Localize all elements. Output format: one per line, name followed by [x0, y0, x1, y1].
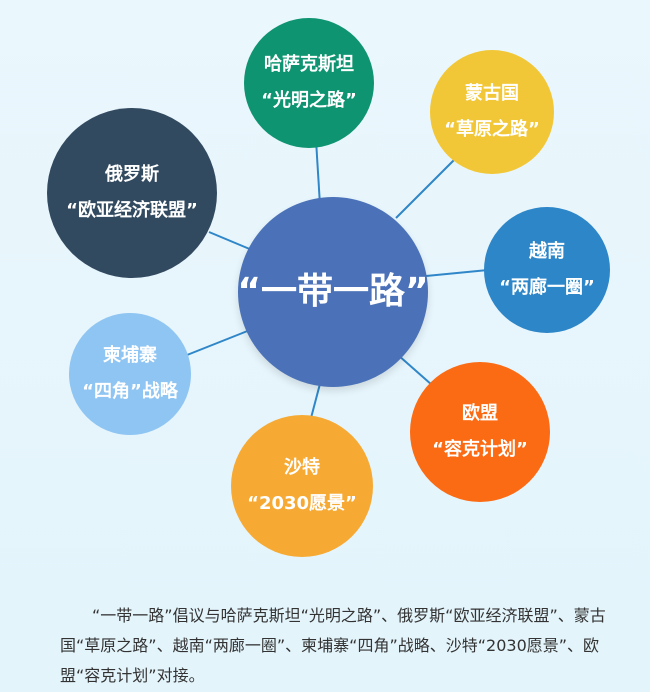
connector-vietnam [425, 269, 489, 277]
node-saudi-country: 沙特 [284, 457, 320, 478]
node-russia: 俄罗斯 “欧亚经济联盟” [47, 108, 217, 278]
node-mongolia-initiative: “草原之路” [444, 119, 540, 140]
node-cambodia: 柬埔寨 “四角”战略 [69, 313, 191, 435]
caption-text: “一带一路”倡议与哈萨克斯坦“光明之路”、俄罗斯“欧亚经济联盟”、蒙古国“草原之… [60, 606, 606, 685]
node-kazakhstan-initiative: “光明之路” [261, 90, 357, 111]
node-kazakhstan: 哈萨克斯坦 “光明之路” [244, 18, 374, 148]
node-cambodia-country: 柬埔寨 [103, 345, 157, 366]
connector-cambodia [186, 329, 251, 356]
connector-russia [208, 231, 253, 251]
node-saudi: 沙特 “2030愿景” [231, 415, 373, 557]
node-mongolia-country: 蒙古国 [465, 83, 519, 104]
node-cambodia-initiative: “四角”战略 [82, 381, 178, 402]
center-node-belt-and-road: “一带一路” [237, 197, 429, 387]
node-mongolia: 蒙古国 “草原之路” [430, 50, 554, 174]
node-vietnam-country: 越南 [529, 241, 565, 262]
node-kazakhstan-country: 哈萨克斯坦 [264, 54, 354, 75]
node-europe-initiative: “容克计划” [432, 439, 528, 460]
connector-saudi [310, 379, 322, 419]
node-russia-country: 俄罗斯 [105, 164, 159, 185]
connector-kazakhstan [315, 139, 321, 206]
center-title: “一带一路” [237, 271, 429, 312]
node-europe-country: 欧盟 [462, 403, 498, 424]
node-vietnam: 越南 “两廊一圈” [484, 207, 610, 333]
connector-europe [397, 354, 433, 386]
node-europe: 欧盟 “容克计划” [410, 362, 550, 502]
node-vietnam-initiative: “两廊一圈” [499, 277, 595, 298]
connector-lines [186, 139, 489, 419]
node-russia-initiative: “欧亚经济联盟” [66, 200, 198, 221]
node-saudi-initiative: “2030愿景” [247, 493, 357, 514]
connector-mongolia [395, 159, 455, 219]
